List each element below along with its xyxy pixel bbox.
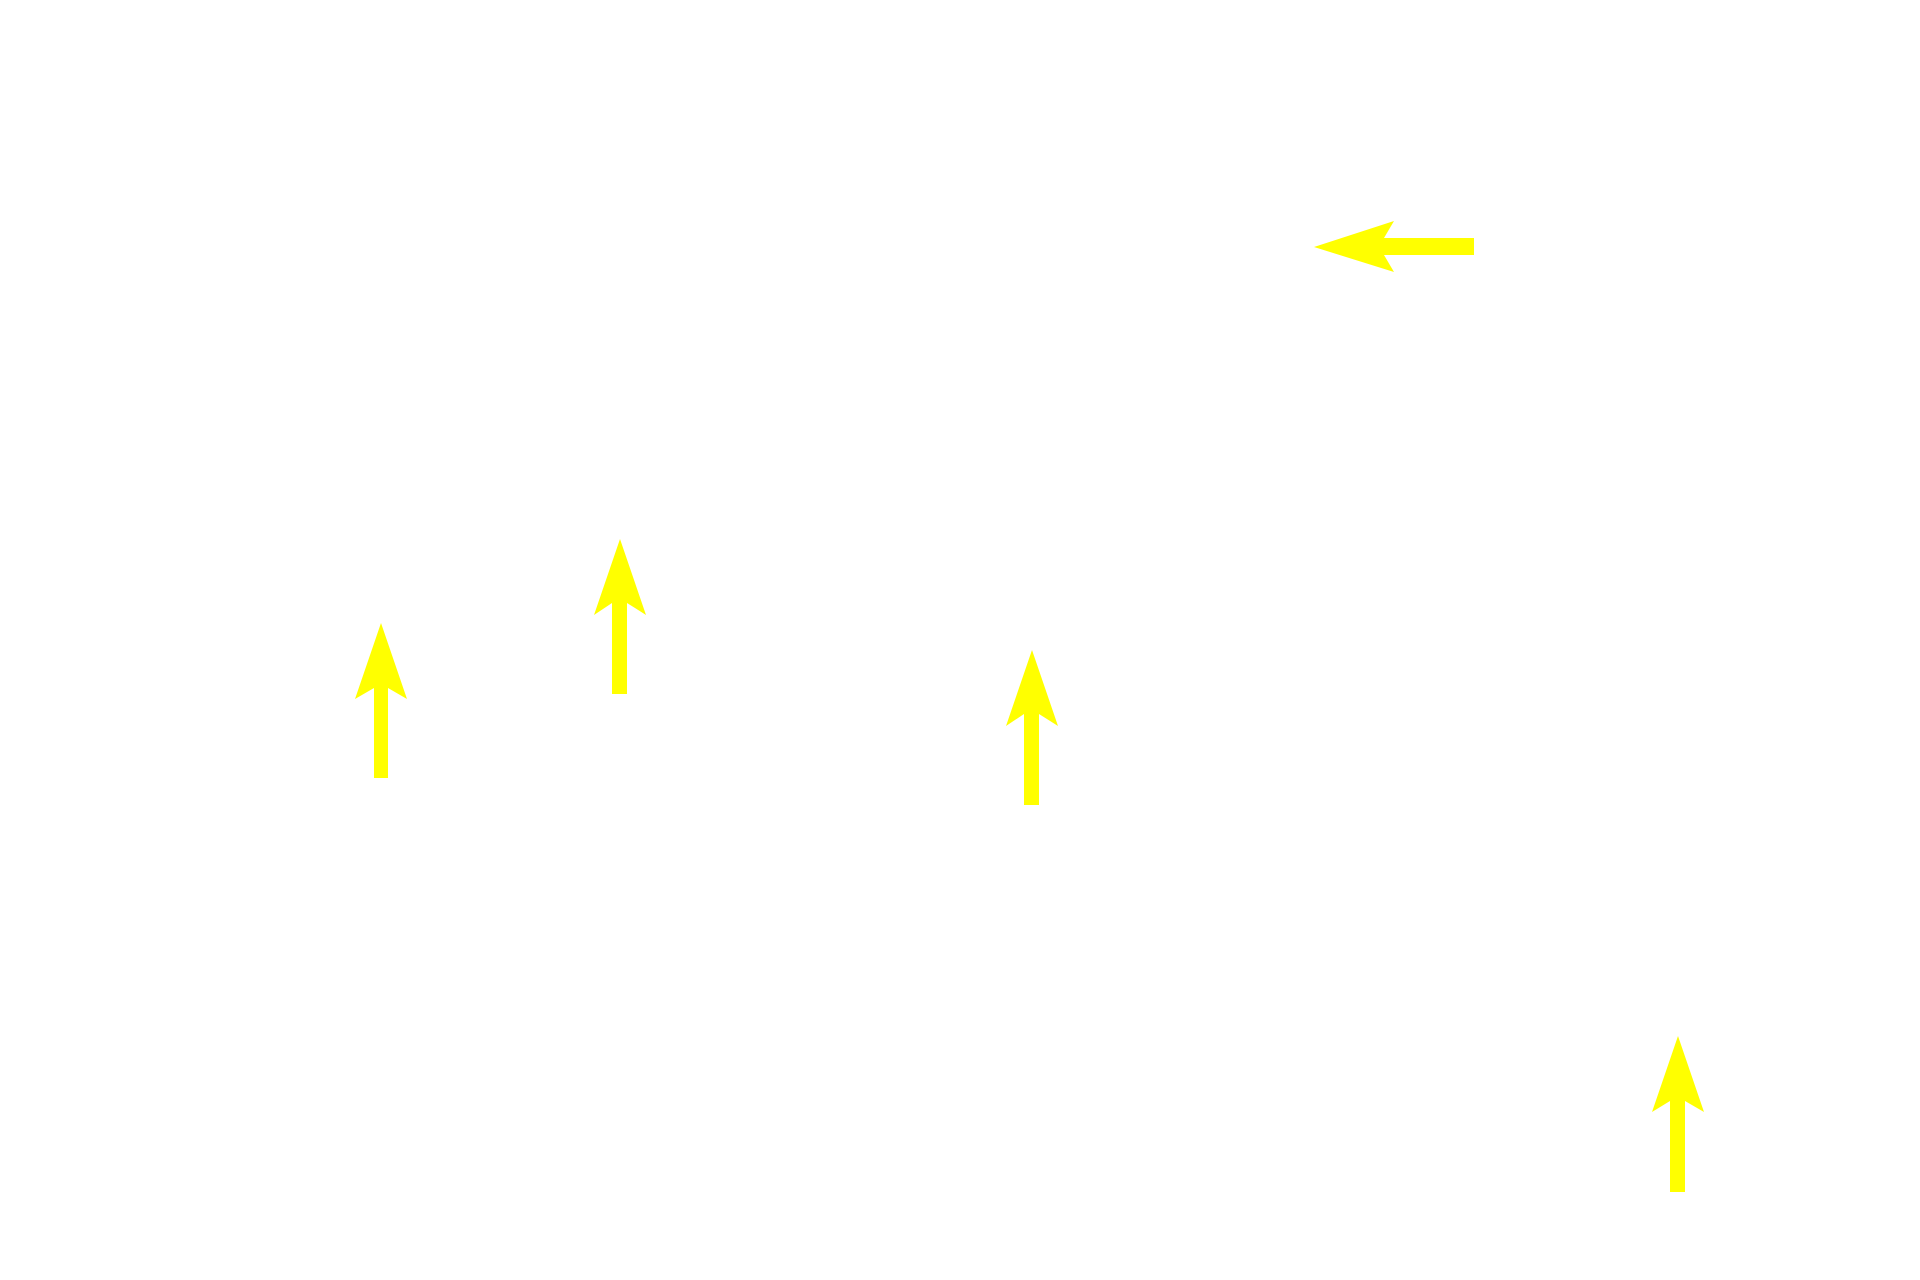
arrow-up-icon	[594, 539, 646, 694]
arrow-up-icon	[1006, 650, 1058, 805]
arrow-left-icon	[1314, 221, 1474, 272]
arrow-up-icon	[1652, 1036, 1704, 1192]
arrow-up-icon	[355, 623, 407, 778]
